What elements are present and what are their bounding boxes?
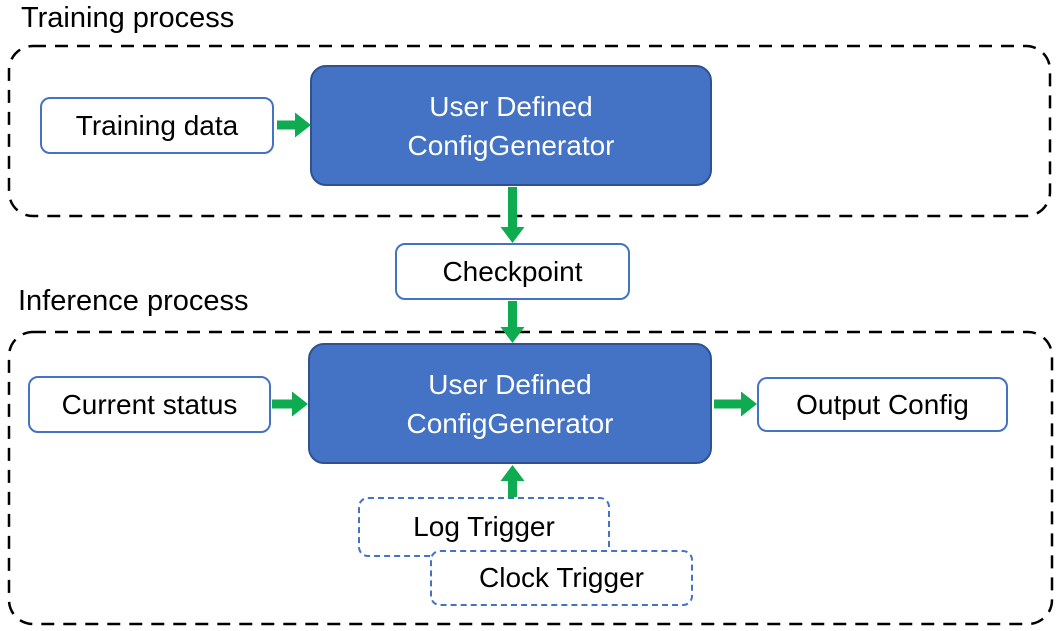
checkpoint-box: Checkpoint xyxy=(395,243,630,300)
output-config-box: Output Config xyxy=(757,377,1008,432)
generator-training-line1: User Defined xyxy=(429,90,593,122)
generator-box-inference: User Defined ConfigGenerator xyxy=(308,343,712,464)
arrow-generator-to-checkpoint xyxy=(500,187,525,243)
inference-process-label: Inference process xyxy=(18,285,249,317)
training-process-label: Training process xyxy=(21,2,235,34)
generator-training-line2: ConfigGenerator xyxy=(407,129,615,161)
arrow-current-status-to-generator xyxy=(272,391,308,417)
arrow-log-trigger-to-generator xyxy=(500,465,525,497)
clock-trigger-box: Clock Trigger xyxy=(430,550,693,606)
arrow-training-data-to-generator xyxy=(277,112,311,138)
training-data-box: Training data xyxy=(40,97,274,154)
arrow-generator-to-output-config xyxy=(714,391,757,417)
log-trigger-box: Log Trigger xyxy=(358,497,610,557)
arrow-checkpoint-to-generator xyxy=(500,301,525,343)
current-status-box: Current status xyxy=(28,376,271,433)
generator-inference-line2: ConfigGenerator xyxy=(406,407,614,439)
generator-box-training: User Defined ConfigGenerator xyxy=(310,65,712,186)
generator-inference-line1: User Defined xyxy=(428,368,592,400)
